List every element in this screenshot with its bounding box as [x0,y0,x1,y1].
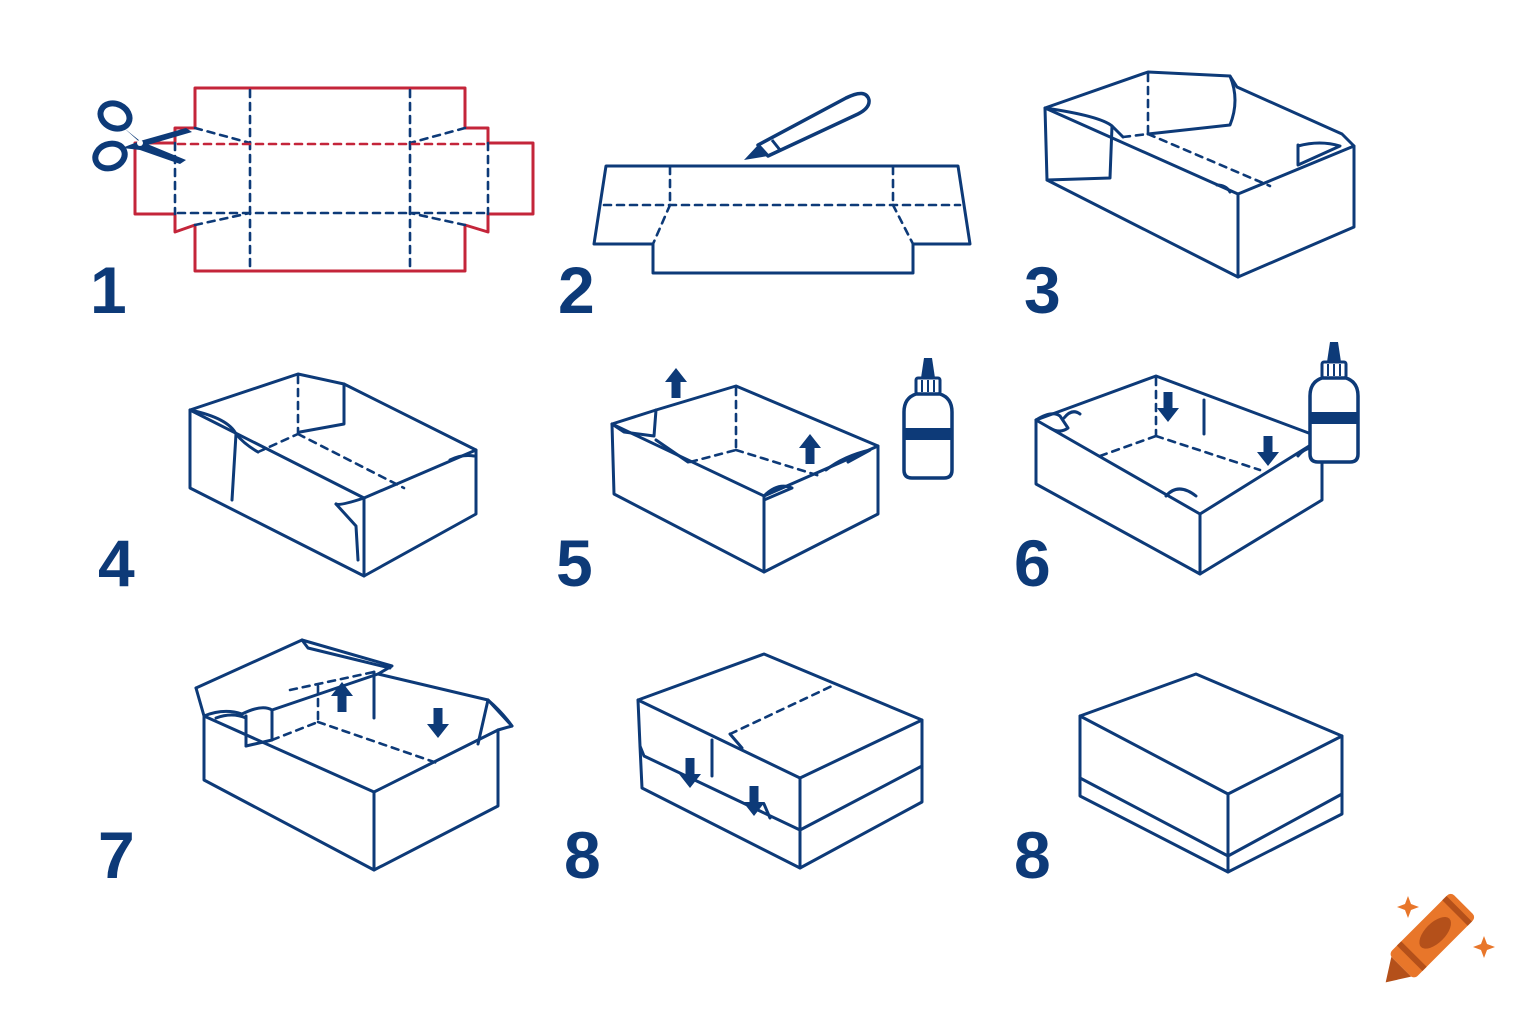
scissors-icon [92,100,192,172]
step-7-illustration: 7 [98,638,514,892]
step-2-illustration: 2 [558,91,972,327]
step-number-1: 1 [90,253,127,327]
bone-folder-icon [744,91,871,160]
step-number-6: 6 [1014,526,1051,600]
step-6-illustration: 6 [1014,340,1360,600]
step-8-finished-box-illustration: 8 [1014,672,1344,892]
step-number-4: 4 [98,526,135,600]
arrow-up-icon [331,682,353,712]
step-5-illustration: 5 [556,356,954,600]
glue-bottle-icon [902,356,954,480]
arrow-down-icon [1257,436,1279,466]
step-3-illustration: 3 [1024,70,1356,327]
glue-bottle-icon [1308,340,1360,464]
step-number-3: 3 [1024,253,1061,327]
arrow-down-icon [427,708,449,738]
step-number-7: 7 [98,818,135,892]
step-1-illustration: 1 [90,86,535,327]
step-number-2: 2 [558,253,595,327]
step-8-lid-illustration: 8 [564,652,924,892]
crayon-logo-icon [1385,893,1495,983]
step-number-5: 5 [556,526,593,600]
arrow-up-icon [665,368,687,398]
step-4-illustration: 4 [98,372,478,600]
arrow-up-icon [799,434,821,464]
step-number-8-final: 8 [1014,818,1051,892]
arrow-down-icon [1157,392,1179,422]
step-number-8: 8 [564,818,601,892]
